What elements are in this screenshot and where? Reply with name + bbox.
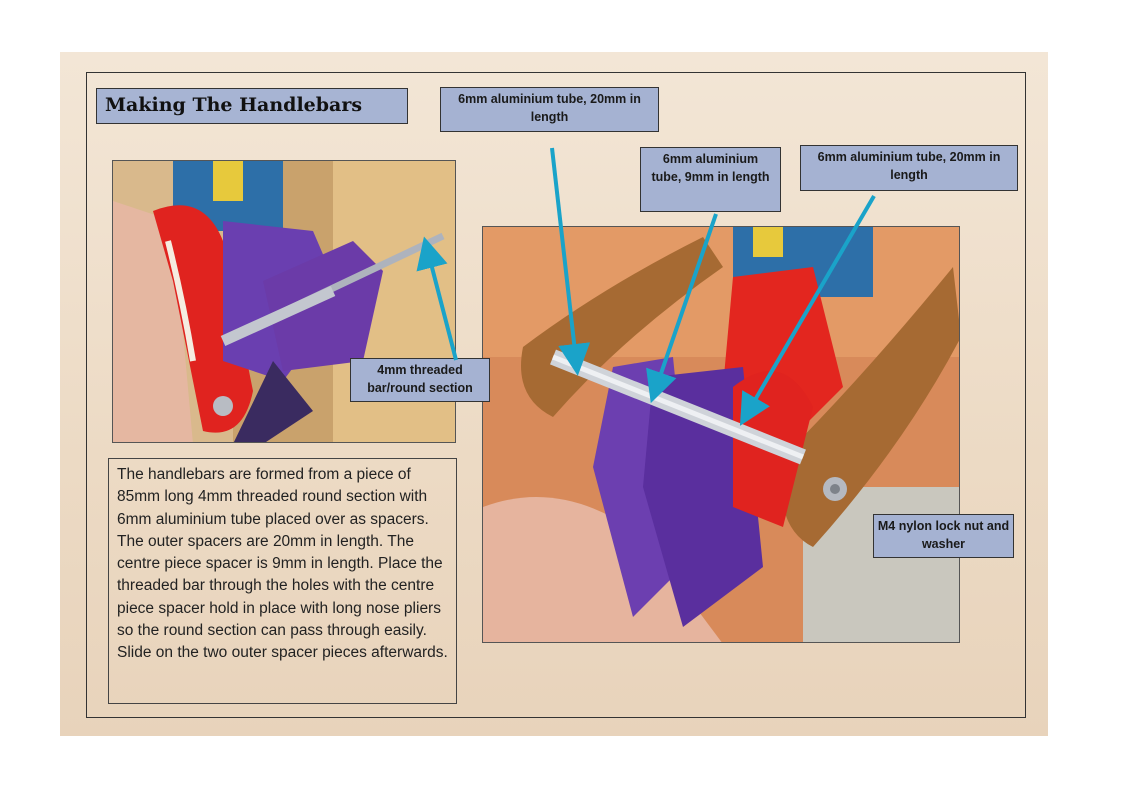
label-tube-9mm: 6mm aluminium tube, 9mm in length	[640, 147, 781, 212]
label-lock-nut: M4 nylon lock nut and washer	[873, 514, 1014, 558]
arrow-tube-20mm-right	[739, 194, 876, 426]
description-text: The handlebars are formed from a piece o…	[108, 458, 457, 704]
photo-right	[482, 226, 960, 643]
arrow-tube-9mm	[646, 213, 718, 404]
arrow-threaded-bar	[416, 236, 458, 361]
page-title: Making The Handlebars	[96, 88, 408, 124]
photo-right-image	[483, 227, 959, 642]
label-threaded-bar: 4mm threaded bar/round section	[350, 358, 490, 402]
label-tube-20mm-right: 6mm aluminium tube, 20mm in length	[800, 145, 1018, 191]
photo-left-image	[113, 161, 455, 442]
photo-left	[112, 160, 456, 443]
slide-frame	[86, 72, 1026, 718]
label-tube-20mm-top: 6mm aluminium tube, 20mm in length	[440, 87, 659, 132]
arrow-tube-20mm-top	[550, 147, 591, 376]
